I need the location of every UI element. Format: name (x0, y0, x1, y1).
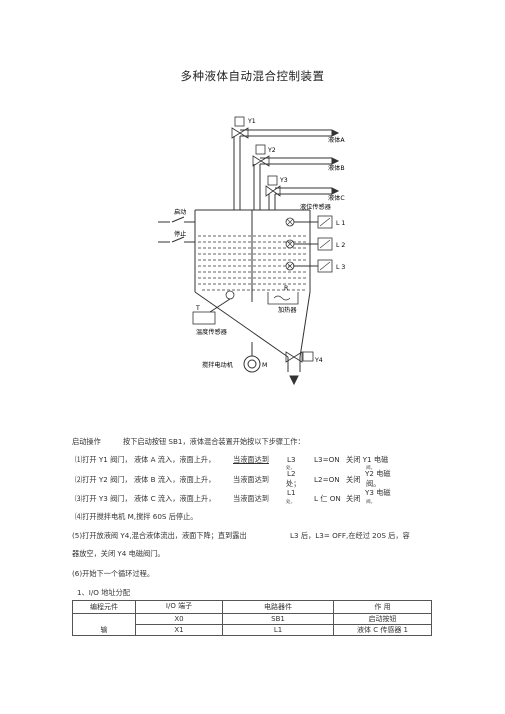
step1-state: L3=ON (314, 455, 340, 464)
liquid-c-label: 液体C (328, 194, 345, 202)
mixing-device-diagram: Y1 Y2 Y3 Y4 液体A 液体B 液体C 液位传感器 L 1 L 2 L … (150, 112, 355, 387)
intro-text: 按下启动按钮 SB1，液体混合装置开始按以下步骤工作： (123, 437, 305, 446)
table-cell: X1 (135, 624, 223, 636)
step5-text-end: 器放空，关闭 Y4 电磁阀门。 (72, 549, 165, 558)
l1-label: L 1 (336, 220, 345, 227)
step3-sub-place: 处， (286, 500, 296, 505)
r-label: R (284, 285, 289, 292)
step3-text: ⑶打开 Y3 阀门， 液体 C 流入，液面上升， (75, 494, 216, 503)
motor-m-label: M (262, 362, 267, 369)
step2-when: 当液面达到 (233, 475, 269, 484)
l2-label: L 2 (336, 242, 345, 249)
valve-y4-label: Y4 (314, 357, 323, 364)
table-row: X0 SB1 启动按钮 (72, 613, 432, 625)
step1-when: 当液面达到 (233, 455, 269, 464)
table-header: 作 用 (333, 600, 432, 614)
step1-sub-valve: 阀。 (366, 466, 376, 471)
table-cell: SB1 (222, 613, 334, 625)
step4-text: ⑷打开搅拌电机 M,搅拌 60S 后停止。 (75, 512, 198, 521)
step2-close: 关闭 (346, 475, 361, 484)
start-label: 启动 (174, 208, 186, 216)
liquid-b-label: 液体B (328, 164, 345, 172)
step3-close: 关闭 (346, 494, 361, 503)
step2-valve: Y2 电磁 (365, 469, 391, 478)
step6-text: (6)开始下一个循环过程。 (72, 569, 155, 578)
valve-y2-label: Y2 (267, 147, 276, 154)
io-table: 编程元件 I/O 端子 电路器件 作 用 X0 SB1 启动按钮 输 X1 L1… (72, 600, 432, 636)
section-heading: 1、I/O 地址分配 (77, 588, 130, 597)
t-label: T (195, 305, 200, 312)
step2-sub-valve: 阀。 (366, 479, 381, 488)
step5-text: (5)打开放液阀 Y4,混合液体流出，液面下降；直到露出 (72, 531, 247, 540)
stop-label: 停止 (174, 230, 186, 238)
step5-text-cont: L3 后，L3= OFF,在经过 20S 后，容 (290, 531, 410, 540)
step1-sub-place: 处， (286, 466, 296, 471)
step3-when: 当液面达到 (233, 494, 269, 503)
step2-state: L2=ON (314, 475, 340, 484)
liquid-a-label: 液体A (328, 136, 345, 144)
l3-label: L 3 (336, 264, 345, 271)
valve-y3-label: Y3 (279, 177, 288, 184)
step1-close: 关闭 Y1 电磁 (346, 455, 389, 464)
motor-label: 搅拌电动机 (202, 361, 234, 369)
step2-sub-place: 处； (286, 479, 301, 488)
temp-sensor-label: 温度传感器 (196, 328, 228, 336)
step3-sub-valve: 阀。 (366, 500, 376, 505)
intro-label: 启动操作 (72, 437, 101, 446)
step1-sensor: L3 (287, 455, 296, 464)
step3-valve: Y3 电磁 (365, 488, 391, 497)
table-cell: 启动按钮 (333, 613, 432, 625)
step2-text: ⑵打开 Y2 阀门， 液体 B 流入，液面上升， (75, 475, 216, 484)
step1-text: ⑴打开 Y1 阀门， 液体 A 流入，液面上升， (75, 455, 216, 464)
table-cell: L1 (222, 624, 334, 636)
table-cell: X0 (135, 613, 223, 625)
table-cell: 输 (72, 624, 136, 636)
table-header: 电路器件 (222, 600, 334, 614)
table-cell (72, 613, 136, 625)
table-header-row: 编程元件 I/O 端子 电路器件 作 用 (72, 600, 432, 614)
table-cell: 液体 C 传感器 1 (333, 624, 432, 636)
step3-sensor: L1 (287, 488, 296, 497)
heater-label: 加热器 (278, 306, 297, 314)
valve-y1-label: Y1 (247, 118, 256, 125)
table-header: 编程元件 (72, 600, 136, 614)
page-title: 多种液体自动混合控制装置 (180, 69, 325, 83)
step3-state: L 仁 ON (314, 494, 341, 503)
level-sensor-label: 液位传感器 (300, 203, 332, 211)
table-row: 输 X1 L1 液体 C 传感器 1 (72, 624, 432, 636)
table-header: I/O 端子 (135, 600, 223, 614)
step2-sensor: L2 (287, 469, 296, 478)
